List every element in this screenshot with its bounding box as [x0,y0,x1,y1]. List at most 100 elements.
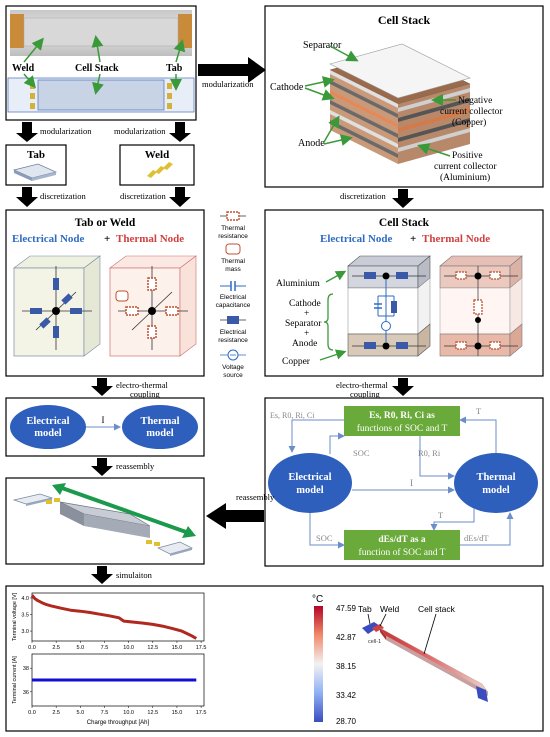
current-xtick-label: 10.0 [123,710,134,716]
label-plus-2: + [304,329,309,339]
thermal-simulation: °C 47.59 42.87 38.15 33.42 28.70 Tab Wel… [312,594,489,726]
sim-cell-label: cell-1 [368,639,381,645]
colorbar [314,606,323,722]
full-model-box: Es, R0, Ri, Ci as functions of SOC and T… [264,397,544,567]
label-negative-2: current collector [440,107,503,117]
legend-thermal-resistance-l2: resistance [218,233,248,240]
arrow-label-simulation: simulaiton [116,570,153,580]
cell-thermal-node: Thermal Node [422,233,490,245]
colorbar-unit: °C [312,594,323,605]
arrow-simulation: simulaiton [91,566,153,584]
legend-electrical-resistance-l1: Electrical [220,329,247,336]
cell-electrical-node: Electrical Node [320,233,393,245]
r-mid: R0, Ri [418,448,441,458]
label-copper: Copper [282,357,311,367]
arrow-label-discretization-2: discretization [120,191,167,201]
top-green-2: functions of SOC and T [357,423,448,434]
simple-thermal-1: Thermal [140,416,179,427]
t-top: T [476,406,482,416]
label-anode-2: Anode [292,339,317,349]
cell-stack-nodes-box: Cell Stack Electrical Node + Thermal Nod… [264,209,544,377]
legend-electrical-resistance: Electrical resistance [218,316,248,344]
label-anode: Anode [298,138,325,149]
colorbar-tick-2: 38.15 [336,662,357,671]
cell-thermal-cube [439,255,523,357]
tab-photo-right [178,14,192,48]
voltage-ylabel: Terminal voltage [V] [12,592,18,641]
arrow-label-modularization-3: modularization [114,126,166,136]
reassembled-cell-box [5,477,205,565]
arrow-discretization-right: discretization [340,189,414,208]
voltage-ytick-label: 4.0 [21,596,29,602]
thermal-node-cube [109,255,197,357]
voltage-xtick-label: 7.5 [101,645,109,651]
tab-photo-left [10,14,24,48]
legend-electrical-capacitance: Electrical capacitance [216,281,251,309]
legend-thermal-resistance: Thermal resistance [218,211,248,240]
tab-weld-electrical-node: Electrical Node [12,233,85,245]
tab-box: Tab [5,144,67,186]
tab-weld-thermal-node: Thermal Node [116,233,184,245]
arrow-label-reassembly-1: reassembly [116,461,155,471]
voltage-xtick-label: 5.0 [76,645,84,651]
full-thermal-2: model [482,485,509,496]
tab-weld-plus: + [104,233,110,245]
sim-label-cell-stack: Cell stack [418,604,456,614]
arrow-label-modularization: modularization [202,79,254,89]
bottom-green-2: function of SOC and T [359,547,446,558]
legend-electrical-capacitance-l2: capacitance [216,302,251,309]
weld-box: Weld [119,144,195,186]
full-electrical-1: Electrical [288,472,331,483]
arrow-label-discretization-1: discretization [40,191,87,201]
photo-cell-stack-label: Cell Stack [75,63,119,74]
arrow-electro-thermal-left: electro-thermal coupling [91,378,169,399]
legend: Thermal resistance Thermal mass Electric… [216,211,251,379]
current-ytick-label: 36 [23,690,29,696]
arrow-modularization-down: modularization modularization [16,122,191,142]
colorbar-tick-1: 42.87 [336,633,357,642]
label-negative-1: Negative [458,96,492,106]
current-xtick-label: 12.5 [147,710,158,716]
top-green-1: Es, R0, Ri, Ci as [369,411,435,421]
weld-box-label: Weld [145,149,169,161]
arrow-label-discretization-3: discretization [340,191,387,201]
cell-stack-title: Cell Stack [378,13,431,27]
label-separator: Separator [303,40,342,51]
tab-or-weld-box: Tab or Weld Electrical Node + Thermal No… [5,209,205,377]
voltage-xtick-label: 0.0 [28,645,36,651]
label-positive-3: (Aluminium) [440,172,490,183]
legend-thermal-resistance-l1: Thermal [221,225,245,232]
cell-stack-schematic [37,79,165,111]
photo-tab-label: Tab [166,63,183,74]
full-thermal-1: Thermal [476,472,515,483]
sim-tab [362,622,380,634]
current-xlabel: Charge throughput [Ah] [87,720,150,726]
current-xtick-label: 7.5 [101,710,109,716]
legend-thermal-mass-l1: Thermal [221,258,245,265]
voltage-series-line [30,594,198,640]
simple-thermal-2: model [146,428,173,439]
legend-voltage-source-l2: source [223,372,243,379]
current-ylabel: Terminal current [A] [12,656,18,704]
soc-mid: SOC [353,448,370,458]
colorbar-tick-4: 28.70 [336,717,357,726]
current-xtick-label: 5.0 [76,710,84,716]
sim-label-weld: Weld [380,604,399,614]
layer-stack [329,43,471,164]
arrow-label-et-4: coupling [350,389,380,399]
legend-voltage-source: Voltage source [220,349,246,379]
arrow-discretization-left: discretization discretization [16,187,191,207]
bottom-green-1: dEs/dT as a [378,535,426,545]
label-positive-2: current collector [434,162,497,172]
voltage-plot-area [31,592,205,642]
simple-model-box: Electrical model Thermal model I [5,397,205,457]
simple-electrical-2: model [34,428,61,439]
arrow-label-reassembly-2: reassembly [236,492,275,502]
current-xtick-label: 17.5 [196,710,207,716]
label-cathode: Cathode [270,82,304,93]
voltage-xtick-label: 2.5 [52,645,60,651]
arrow-electro-thermal-right: electro-thermal coupling [336,378,414,399]
arrow-reassembly-down: reassembly [91,458,155,476]
